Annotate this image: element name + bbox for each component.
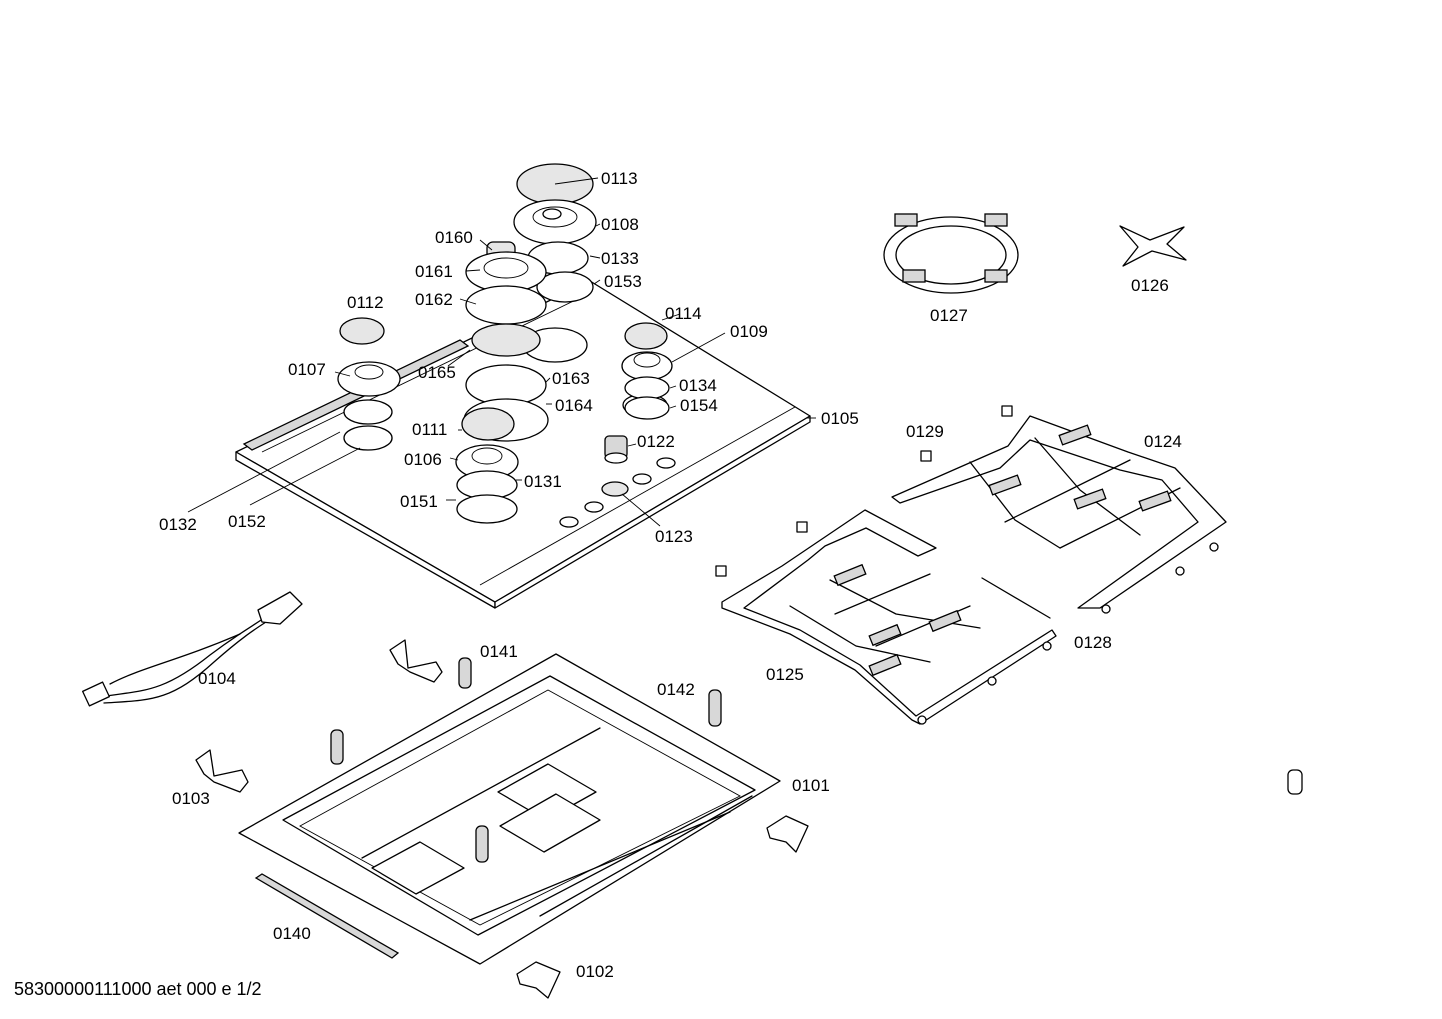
label-0131: 0131 [524,472,562,491]
label-0123: 0123 [655,527,693,546]
screws [330,657,1303,863]
label-0129: 0129 [906,422,944,441]
document-footer-code: 58300000111000 aet 000 e 1/2 [14,979,262,999]
label-0160: 0160 [435,228,473,247]
label-0152: 0152 [228,512,266,531]
label-0106: 0106 [404,450,442,469]
brackets [195,639,809,999]
label-0165: 0165 [418,363,456,382]
label-0126: 0126 [1131,276,1169,295]
label-0164: 0164 [555,396,593,415]
label-0111: 0111 [412,420,447,439]
burner-right [621,322,673,420]
label-0122: 0122 [637,432,675,451]
label-0140: 0140 [273,924,311,943]
label-0141: 0141 [480,642,518,661]
label-0153: 0153 [604,272,642,291]
burner-left [337,317,401,451]
label-0134: 0134 [679,376,717,395]
label-0104: 0104 [198,669,236,688]
label-0151: 0151 [400,492,438,511]
label-0163: 0163 [552,369,590,388]
label-0113: 0113 [601,169,638,188]
pan-support-left [715,509,1057,725]
label-0124: 0124 [1144,432,1182,451]
power-cable [81,591,303,707]
simmer-plate [1119,225,1187,267]
label-0125: 0125 [766,665,804,684]
leader-lines [187,177,816,527]
burner-front [455,407,519,524]
label-0161: 0161 [415,262,453,281]
label-0154: 0154 [680,396,718,415]
control-knob [601,435,629,497]
label-0133: 0133 [601,249,639,268]
base-tray [238,653,781,965]
pan-support-right [891,405,1227,614]
part-labels: 0113 0108 0160 0133 0161 0153 0162 0112 … [159,169,1182,981]
label-0142: 0142 [657,680,695,699]
burner-rear-large [513,163,597,303]
seal-strip [254,873,400,959]
label-0112: 0112 [347,293,384,312]
label-0101: 0101 [792,776,830,795]
burner-middle [463,241,549,442]
label-0102: 0102 [576,962,614,981]
label-0162: 0162 [415,290,453,309]
label-0109: 0109 [730,322,768,341]
label-0107: 0107 [288,360,326,379]
label-0108: 0108 [601,215,639,234]
label-0114: 0114 [665,304,702,323]
label-0128: 0128 [1074,633,1112,652]
label-0127: 0127 [930,306,968,325]
wok-ring [883,213,1019,294]
label-0105: 0105 [821,409,859,428]
label-0132: 0132 [159,515,197,534]
label-0103: 0103 [172,789,210,808]
